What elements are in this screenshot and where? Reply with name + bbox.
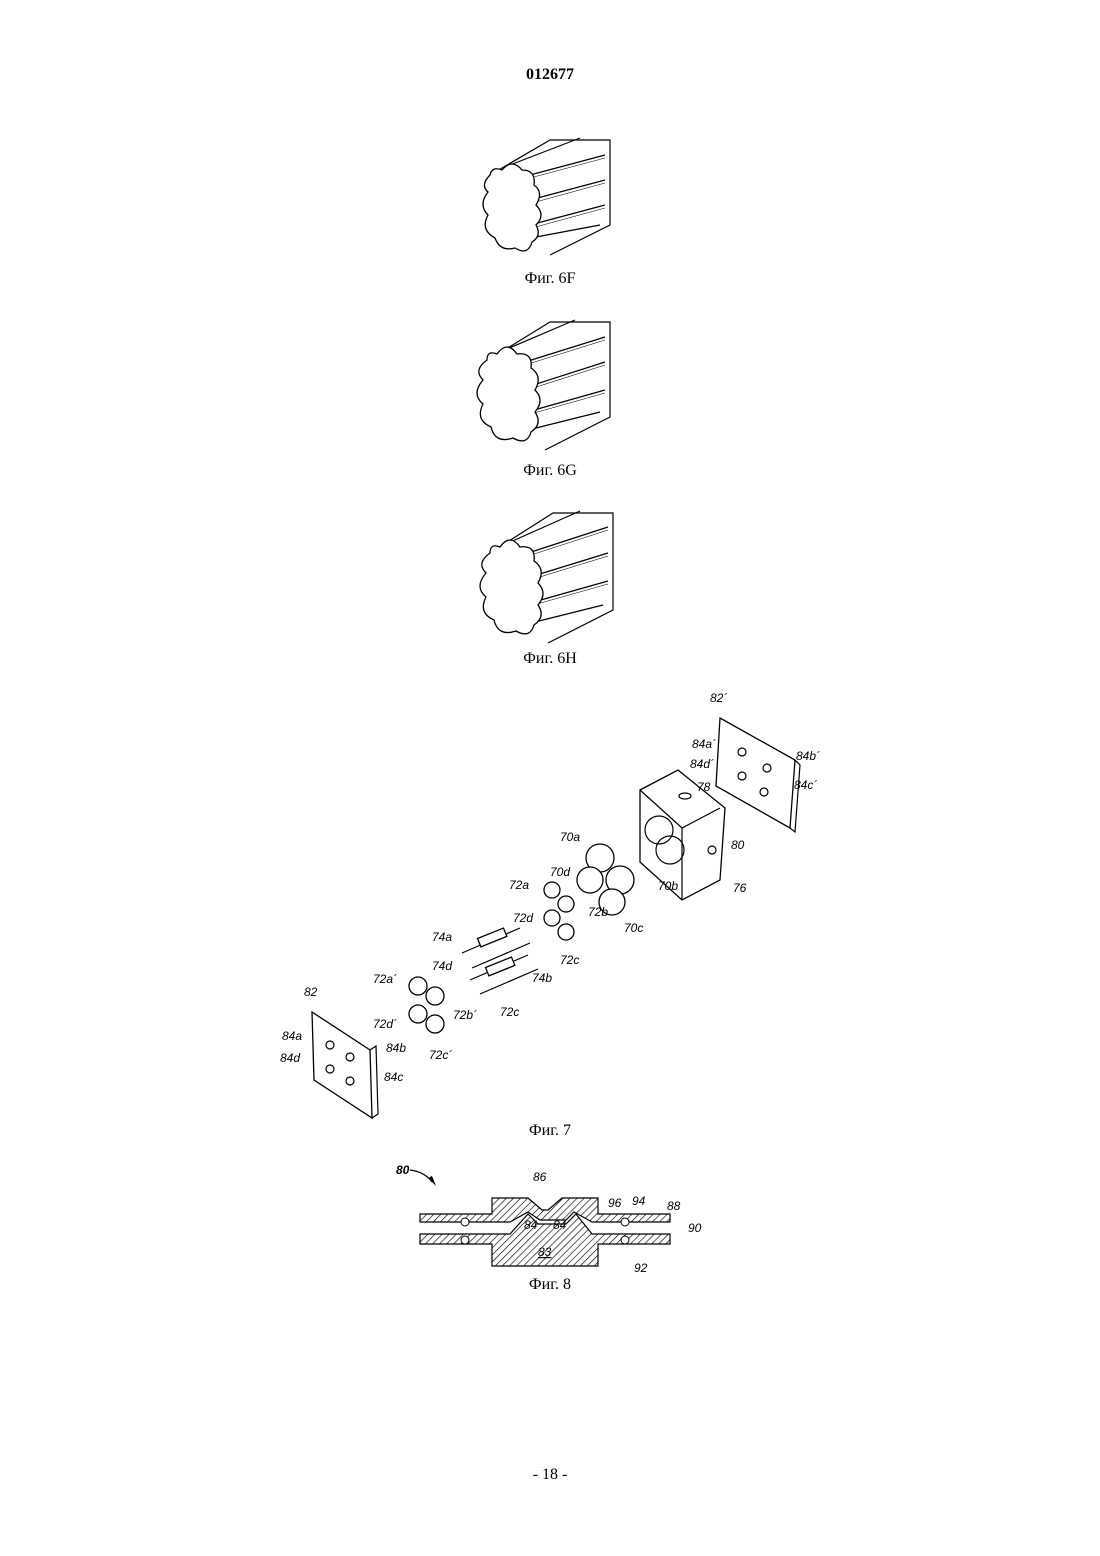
caption-fig-6g: Фиг. 6G xyxy=(0,462,1100,480)
label-72a: 72a xyxy=(509,878,529,892)
label-84c: 84c xyxy=(384,1070,403,1084)
label-84b-prime: 84b´ xyxy=(796,749,820,763)
gear-drawing-6h xyxy=(468,505,633,645)
label-83: 83 xyxy=(538,1245,552,1259)
label-88: 88 xyxy=(667,1199,681,1213)
label-72b-prime: 72b´ xyxy=(453,1008,477,1022)
label-72a-prime: 72a´ xyxy=(373,972,397,986)
label-72c-shaft: 72c xyxy=(500,1005,519,1019)
label-74b: 74b xyxy=(532,971,552,985)
label-86: 86 xyxy=(533,1170,547,1184)
label-70d: 70d xyxy=(550,865,570,879)
label-96: 96 xyxy=(608,1196,622,1210)
label-82-prime: 82´ xyxy=(710,691,727,705)
label-84-fig8: 84 xyxy=(524,1218,538,1232)
label-80: 80 xyxy=(731,838,745,852)
label-92: 92 xyxy=(634,1261,648,1275)
exploded-assembly-fig7: 82´ 84a´ 84b´ 84d´ 84c´ 78 80 76 70a 70d… xyxy=(0,680,1100,1130)
label-82: 82 xyxy=(304,985,318,999)
gear-drawing-6f xyxy=(470,130,630,260)
label-84b: 84b xyxy=(386,1041,406,1055)
label-84c-prime: 84c´ xyxy=(794,778,817,792)
label-72b: 72b xyxy=(588,905,608,919)
label-84-prime-fig8: 84´ xyxy=(553,1218,570,1232)
caption-fig-8: Фиг. 8 xyxy=(0,1276,1100,1294)
label-74a: 74a xyxy=(432,930,452,944)
label-84a: 84a xyxy=(282,1029,302,1043)
label-78: 78 xyxy=(697,780,711,794)
caption-fig-6h: Фиг. 6H xyxy=(0,650,1100,668)
caption-fig-6f: Фиг. 6F xyxy=(0,270,1100,288)
caption-fig-7: Фиг. 7 xyxy=(0,1122,1100,1140)
label-74d: 74d xyxy=(432,959,452,973)
label-76: 76 xyxy=(733,881,747,895)
cross-section-fig8: 80 86 96 94 88 84 84´ 90 83 92 xyxy=(0,1160,1100,1280)
page-number: - 18 - xyxy=(0,1466,1100,1484)
label-70b: 70b xyxy=(658,879,678,893)
label-84d-prime: 84d´ xyxy=(690,757,714,771)
label-84d: 84d xyxy=(280,1051,300,1065)
label-72c: 72c xyxy=(560,953,579,967)
label-70a: 70a xyxy=(560,830,580,844)
label-84a-prime: 84a´ xyxy=(692,737,716,751)
gear-drawing-6g xyxy=(465,312,635,452)
label-90: 90 xyxy=(688,1221,702,1235)
label-72d-prime: 72d´ xyxy=(373,1017,397,1031)
label-94: 94 xyxy=(632,1194,646,1208)
label-70c: 70c xyxy=(624,921,643,935)
document-number: 012677 xyxy=(0,66,1100,84)
label-80-fig8: 80 xyxy=(396,1163,410,1177)
label-72c-prime: 72c´ xyxy=(429,1048,452,1062)
label-72d: 72d xyxy=(513,911,533,925)
